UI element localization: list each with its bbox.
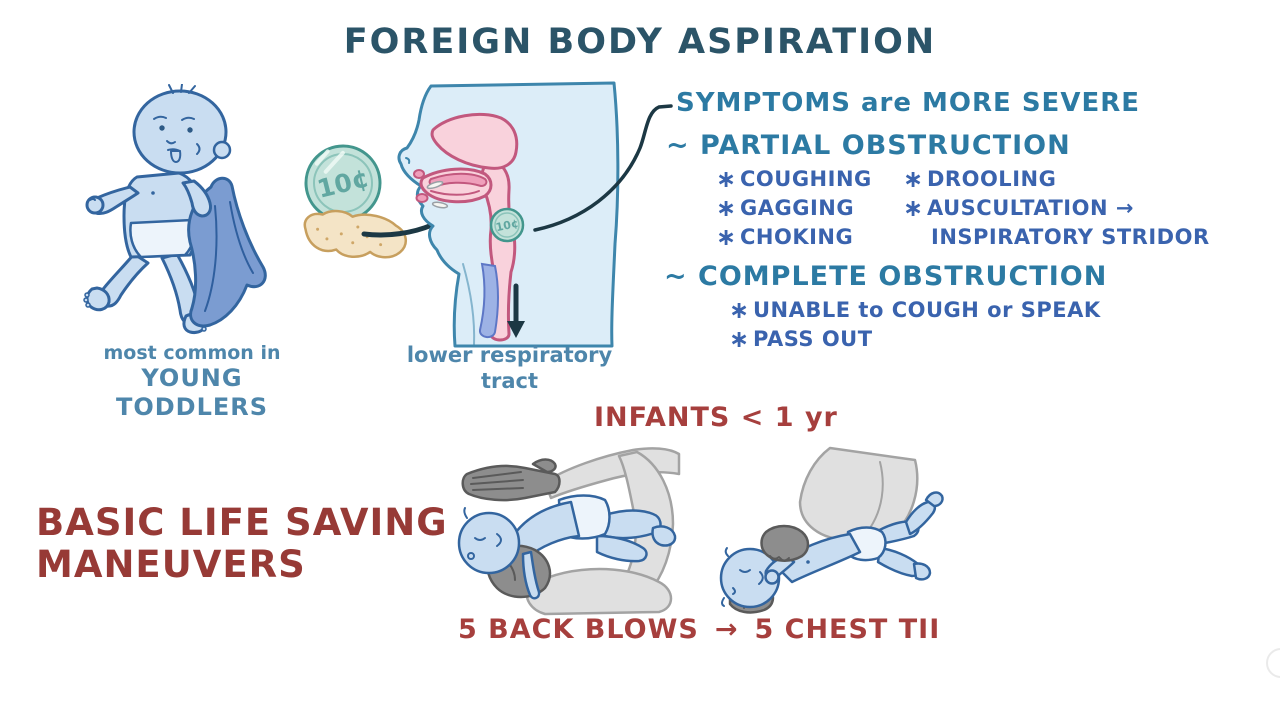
complete-obstruction-label: ~ COMPLETE OBSTRUCTION xyxy=(664,261,1108,292)
lower-lip xyxy=(415,193,429,203)
toddler-arm-holding xyxy=(181,179,212,218)
chest-thrusts-label: 5 CHEST TII xyxy=(754,614,941,645)
coin-illustration: 10¢ xyxy=(304,144,382,222)
toddler-leg-front xyxy=(83,252,150,312)
partial-symptoms-left-column: ∗ COUGHING ∗ GAGGING ∗ CHOKING xyxy=(716,164,872,251)
watermark-fragment xyxy=(1266,648,1280,678)
page-title: FOREIGN BODY ASPIRATION xyxy=(343,22,937,62)
asterisk-icon: ∗ xyxy=(903,164,924,193)
trachea xyxy=(479,262,499,338)
infant-head xyxy=(457,511,521,575)
symptoms-connector-line xyxy=(533,104,673,232)
belly-button xyxy=(151,191,155,195)
tongue xyxy=(170,150,182,163)
symptoms-header: SYMPTOMS are MORE SEVERE xyxy=(676,88,1140,118)
toddler-caption-line2: YOUNG TODDLERS xyxy=(115,364,269,421)
maneuvers-heading: BASIC LIFE SAVING MANEUVERS xyxy=(36,502,448,586)
chest-thrusts-illustration xyxy=(719,446,944,614)
toddler-caption: most common in YOUNG TODDLERS xyxy=(62,342,322,421)
symptom-coughing: COUGHING xyxy=(740,166,872,191)
toddler-arm-extended xyxy=(85,185,140,215)
asterisk-icon: ∗ xyxy=(903,193,924,222)
list-item: ∗ CHOKING xyxy=(716,222,872,251)
rescuer-arm xyxy=(798,446,919,542)
nasal-cavity xyxy=(430,112,519,170)
rescuer-thigh xyxy=(525,567,673,616)
maneuvers-heading-line2: MANEUVERS xyxy=(36,543,306,586)
upper-lip xyxy=(413,169,425,179)
symptom-gagging: GAGGING xyxy=(740,195,855,220)
tooth-upper xyxy=(426,180,444,190)
list-item: INSPIRATORY STRIDOR xyxy=(903,222,1210,251)
list-item: ∗ PASS OUT xyxy=(729,324,1101,353)
coin-peanut-illustration: 10¢ xyxy=(303,144,407,259)
asterisk-icon: ∗ xyxy=(729,295,750,324)
asterisk-icon: ∗ xyxy=(716,164,737,193)
infant-prone xyxy=(457,494,677,600)
infant-supine xyxy=(719,491,944,609)
lodged-coin: 10¢ xyxy=(489,207,525,243)
maneuver-caption: 5 BACK BLOWS → 5 CHEST TII xyxy=(458,614,940,645)
list-item: ∗ GAGGING xyxy=(716,193,872,222)
asterisk-icon: ∗ xyxy=(716,193,737,222)
throat-anatomy-illustration: 10¢ xyxy=(397,81,620,348)
asterisk-icon: ∗ xyxy=(716,222,737,251)
peanut-illustration xyxy=(303,209,407,259)
back-blows-illustration xyxy=(457,447,681,616)
ear xyxy=(212,140,232,160)
airway-caption-line2: tract xyxy=(480,368,539,393)
list-item: ∗ AUSCULTATION → xyxy=(903,193,1210,222)
maneuvers-heading-line1: BASIC LIFE SAVING xyxy=(36,501,448,544)
asterisk-icon: ∗ xyxy=(729,324,750,353)
tooth-lower xyxy=(431,201,449,209)
symptom-unable-cough-speak: UNABLE to COUGH or SPEAK xyxy=(753,297,1101,322)
airway-caption-line1: lower respiratory xyxy=(406,343,613,367)
symptom-choking: CHOKING xyxy=(740,224,854,249)
toddler-diaper xyxy=(129,218,196,259)
symptom-pass-out: PASS OUT xyxy=(753,326,873,351)
partial-obstruction-label: ~ PARTIAL OBSTRUCTION xyxy=(666,130,1071,161)
infant-arm-folded xyxy=(764,554,796,585)
infants-age-label: INFANTS < 1 yr xyxy=(594,402,838,433)
partial-symptoms-right-column: ∗ DROOLING ∗ AUSCULTATION → INSPIRATORY … xyxy=(903,164,1210,251)
back-blows-label: 5 BACK BLOWS xyxy=(458,614,699,645)
toddler-caption-line1: most common in xyxy=(103,342,281,364)
symptom-auscultation: AUSCULTATION → xyxy=(927,195,1134,220)
toddler-head xyxy=(132,84,232,175)
complete-symptoms-list: ∗ UNABLE to COUGH or SPEAK ∗ PASS OUT xyxy=(729,295,1101,353)
down-arrow xyxy=(507,283,525,338)
symptom-inspiratory-stridor: INSPIRATORY STRIDOR xyxy=(931,224,1210,249)
infant-arm xyxy=(521,550,541,600)
list-item: ∗ DROOLING xyxy=(903,164,1210,193)
rescuer-slapping-hand xyxy=(461,458,561,502)
rescuer-compressing-hand xyxy=(760,524,810,562)
arrow-right-icon: → xyxy=(714,614,739,645)
symptom-drooling: DROOLING xyxy=(927,166,1057,191)
list-item: ∗ UNABLE to COUGH or SPEAK xyxy=(729,295,1101,324)
list-item: ∗ COUGHING xyxy=(716,164,872,193)
airway-caption: lower respiratory tract xyxy=(402,343,617,394)
toddler-illustration xyxy=(83,84,267,334)
lodged-coin-label: 10¢ xyxy=(495,217,520,234)
